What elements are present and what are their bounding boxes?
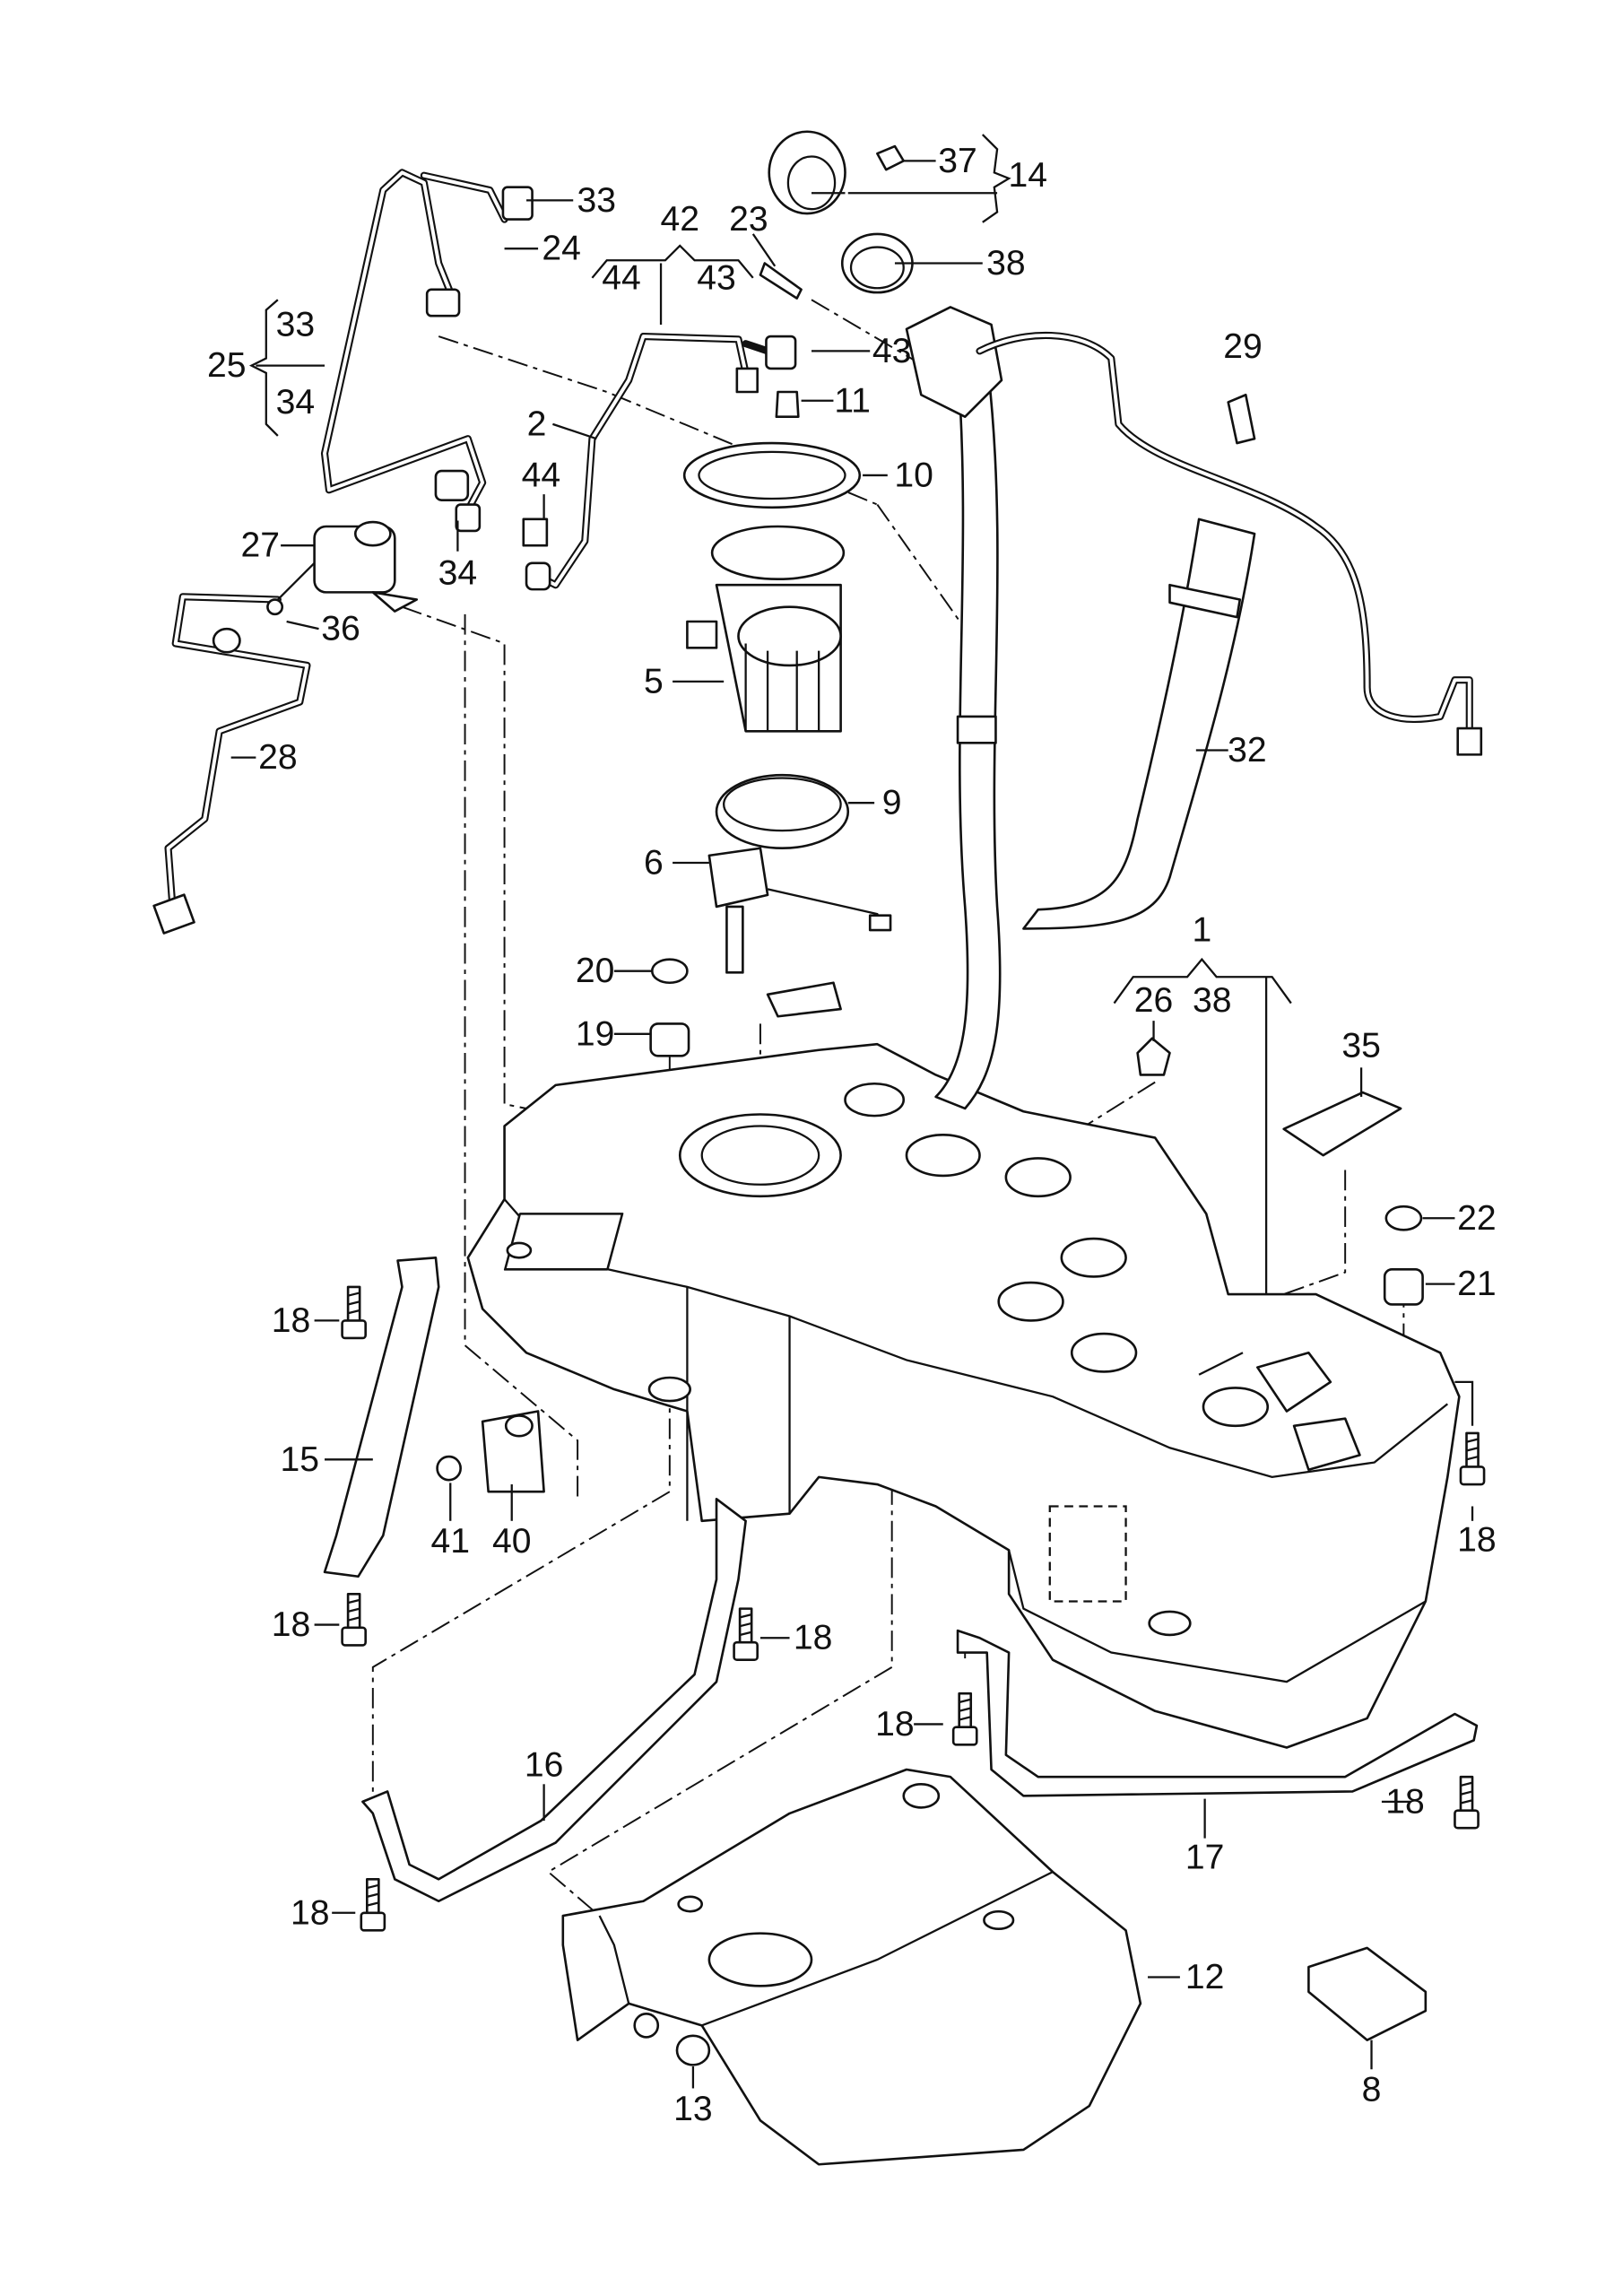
part-label: 40: [492, 1522, 532, 1561]
part-label: 18: [291, 1893, 330, 1932]
part-label: 33: [577, 181, 617, 220]
bolt: [733, 1607, 759, 1662]
leader-line: [591, 244, 754, 279]
bolt: [1454, 1775, 1480, 1830]
part-label: 20: [576, 952, 615, 990]
part-label: 27: [241, 526, 281, 565]
part-label: 43: [697, 258, 736, 297]
part-label: 28: [258, 738, 298, 777]
part-label: 35: [1341, 1026, 1381, 1065]
part-label: 23: [729, 200, 768, 239]
clip: [1227, 393, 1256, 445]
bolts: [341, 1285, 1486, 1932]
part-label: 44: [602, 258, 641, 297]
strap-middle: [361, 1498, 747, 1903]
bolt: [951, 1692, 978, 1746]
part-label: 41: [430, 1522, 470, 1561]
bolt: [360, 1877, 386, 1932]
part-label: 43: [872, 332, 912, 370]
part-label: 18: [272, 1301, 311, 1340]
part-label: 36: [321, 610, 360, 648]
leader-line: [552, 422, 597, 440]
part-label: 13: [673, 2090, 713, 2128]
part-label: 17: [1185, 1838, 1225, 1876]
part-label: 19: [576, 1014, 615, 1053]
fuel-lines: [152, 169, 797, 935]
strap-left: [323, 1256, 440, 1578]
leader-line: [981, 134, 1011, 223]
part-label: 34: [438, 554, 478, 593]
pad: [1282, 1091, 1402, 1157]
strap-right: [956, 1629, 1479, 1797]
bolt: [341, 1593, 367, 1647]
part-label: 37: [938, 142, 977, 180]
locking-ring: [682, 441, 862, 509]
part-label: 18: [875, 1705, 915, 1744]
bracket-nut: [436, 1410, 545, 1493]
leader-line: [1454, 1380, 1474, 1426]
breather-line: [976, 331, 1483, 756]
part-label: 16: [525, 1746, 564, 1785]
heat-shield: [561, 1768, 1142, 2166]
part-label: 38: [1193, 981, 1232, 1020]
leader-line: [248, 299, 279, 437]
part-label: 42: [660, 200, 699, 239]
part-label: 22: [1457, 1199, 1497, 1238]
valve: [775, 390, 800, 419]
part-label: 26: [1134, 981, 1174, 1020]
fuel-pump-unit: [686, 525, 846, 733]
tank-seal: [715, 773, 850, 850]
filler-tube: [1022, 517, 1256, 930]
leader-line: [1113, 957, 1292, 1004]
part-label: 5: [644, 662, 664, 700]
part-label: 18: [1385, 1782, 1425, 1821]
part-label: 24: [542, 230, 581, 268]
part-label: 33: [276, 305, 316, 344]
leader-lines: [230, 134, 1474, 2089]
part-label: 15: [281, 1440, 320, 1479]
part-label: 10: [894, 456, 933, 494]
part-label: 2: [527, 404, 547, 443]
filler-head: [759, 130, 1003, 419]
part-label: 38: [986, 244, 1026, 283]
part-label: 29: [1223, 327, 1263, 366]
purge-valve: [266, 520, 419, 616]
bolt: [1459, 1431, 1486, 1486]
part-label: 18: [794, 1619, 833, 1657]
part-label: 9: [882, 784, 902, 822]
grommets: [649, 958, 1424, 1306]
part-label: 11: [834, 381, 871, 420]
part-label: 18: [272, 1605, 311, 1644]
control-module: [1307, 1946, 1428, 2041]
part-label: 18: [1457, 1520, 1497, 1559]
part-label: 8: [1362, 2071, 1382, 2109]
part-label: 6: [644, 844, 664, 883]
part-label: 1: [1192, 911, 1211, 950]
fuel-tank: [466, 1042, 1461, 1749]
level-sender: [707, 847, 892, 1018]
nut: [675, 2034, 711, 2066]
leader-line: [751, 233, 777, 267]
filler-neck-pipe: [934, 364, 1002, 1110]
part-label: 25: [207, 346, 247, 385]
part-label: 44: [522, 456, 561, 494]
part-label: 21: [1457, 1265, 1497, 1303]
part-label: 14: [1009, 156, 1048, 195]
part-label: 34: [276, 383, 316, 422]
part-label: 32: [1228, 731, 1267, 770]
bolt: [341, 1285, 367, 1340]
part-label: 12: [1185, 1958, 1225, 1996]
leader-line: [286, 620, 319, 631]
